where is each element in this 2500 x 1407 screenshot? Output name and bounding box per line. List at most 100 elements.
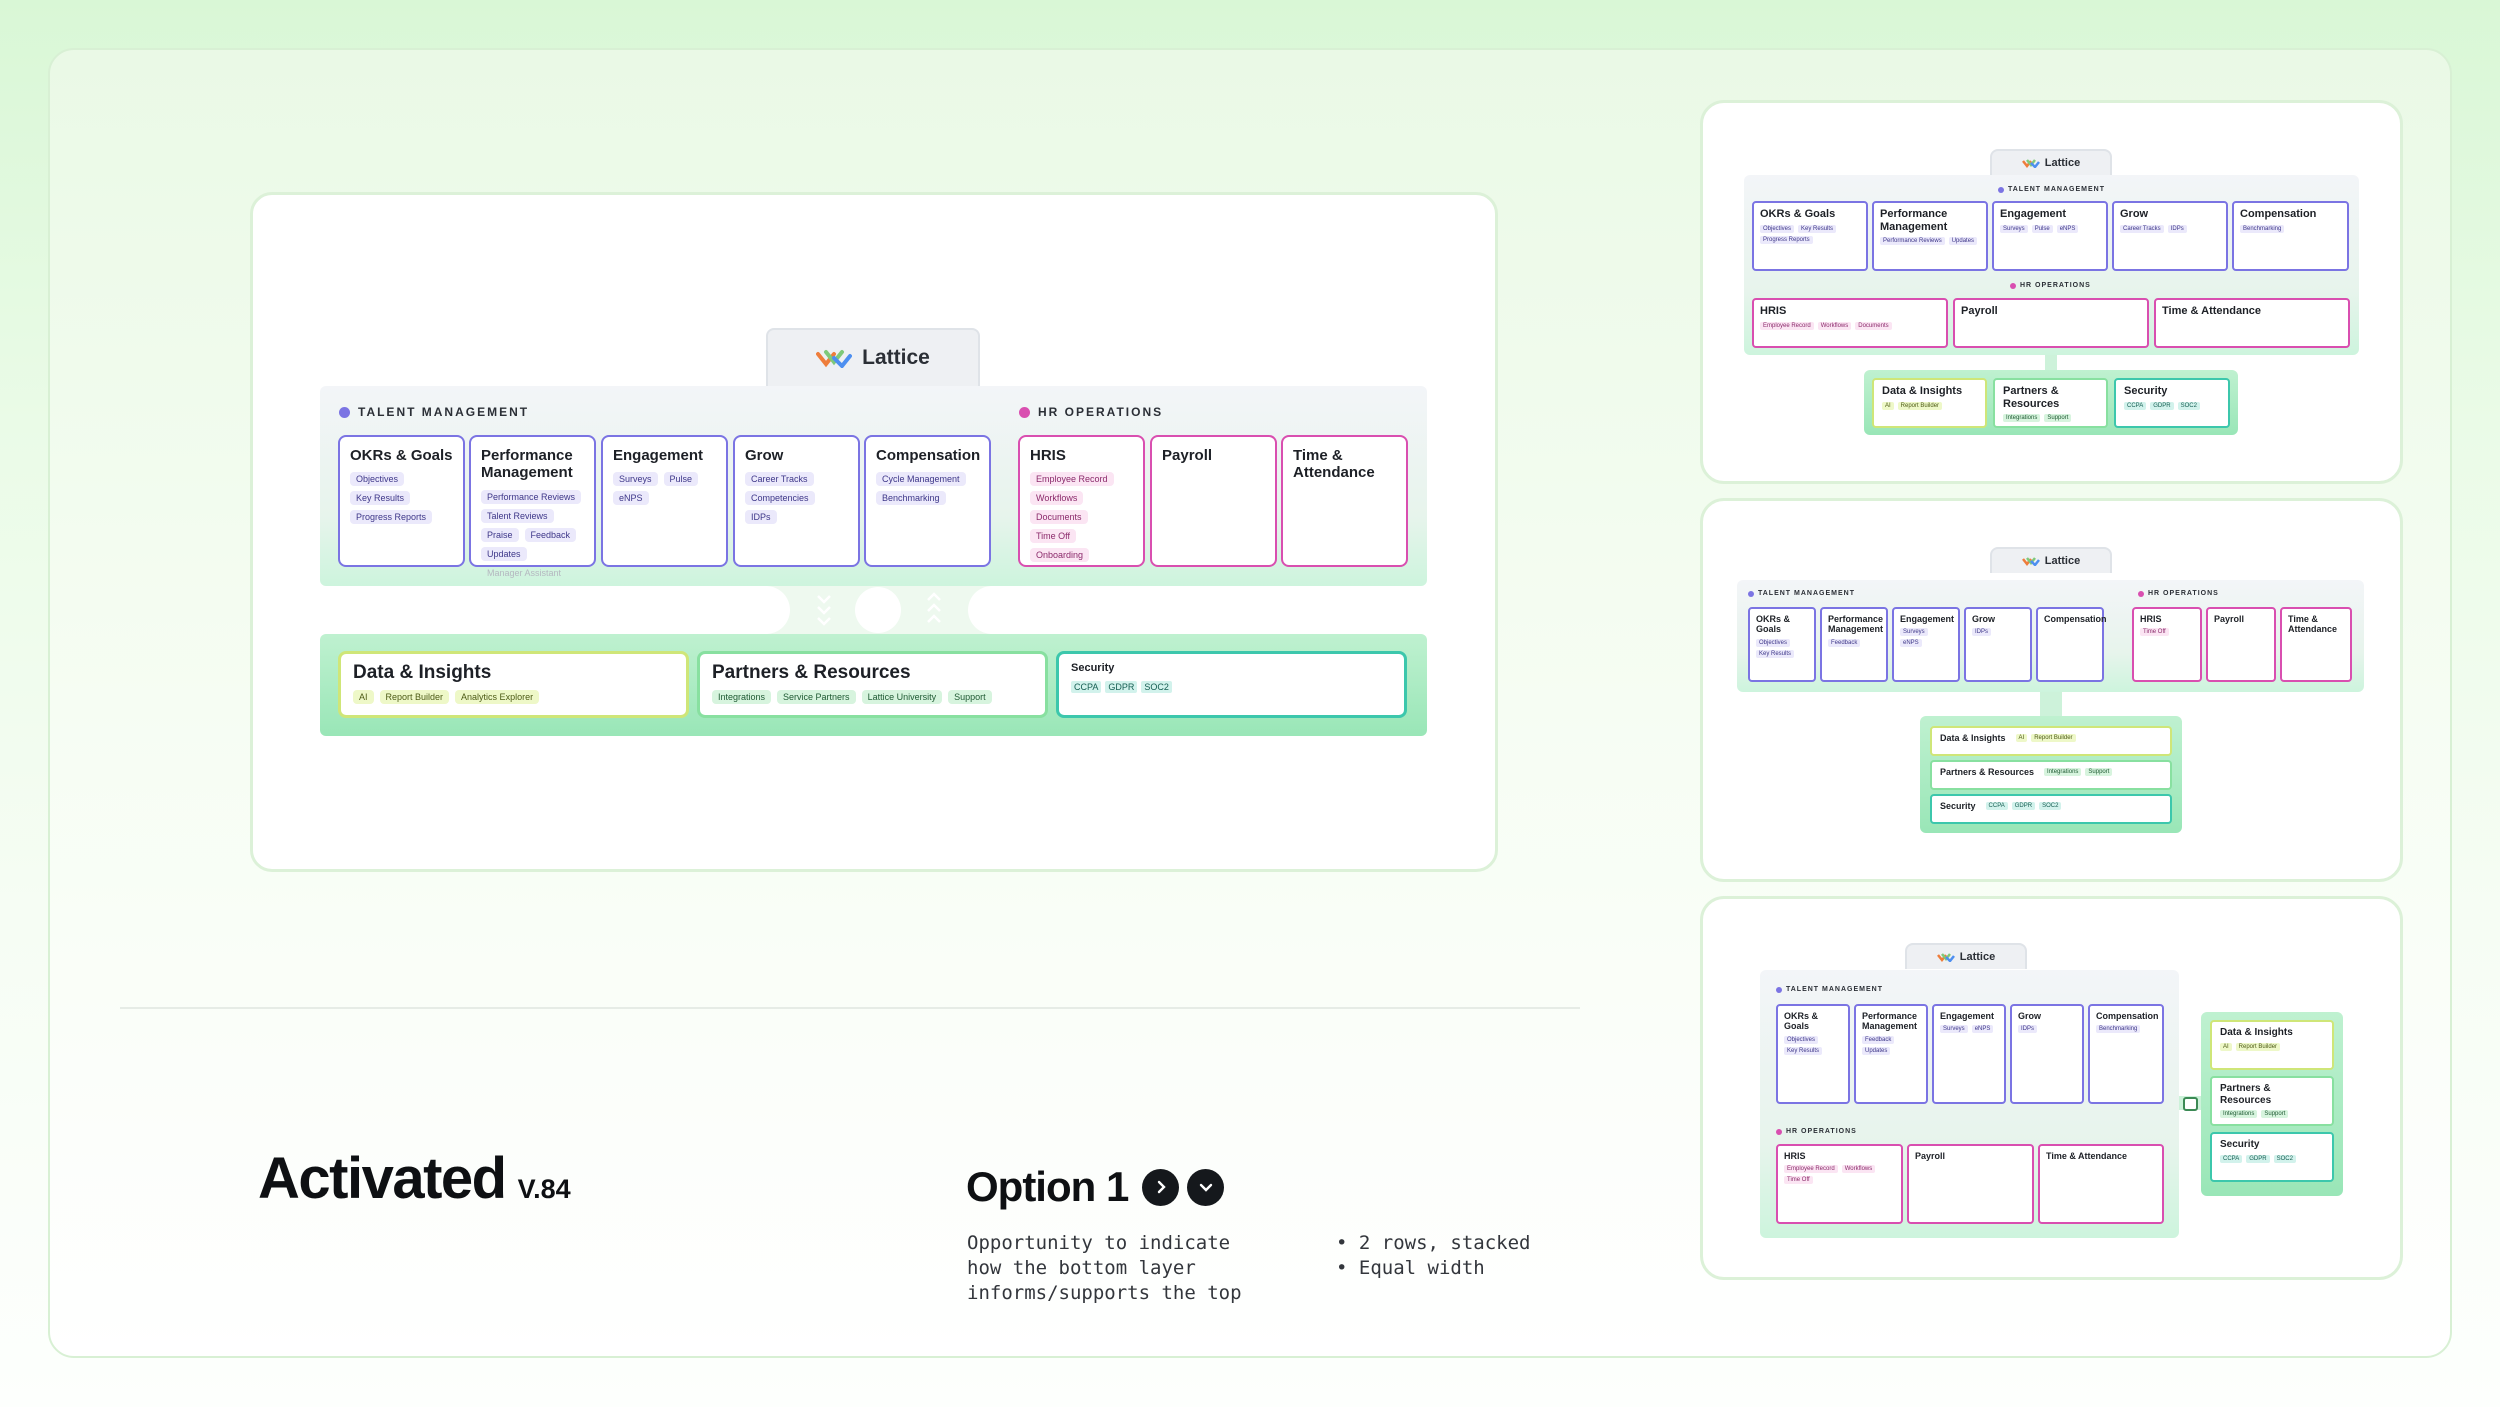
tag: Talent Reviews	[481, 508, 554, 523]
connector	[2045, 355, 2057, 370]
tag: Career Tracks	[745, 472, 814, 487]
logo-tab: Lattice	[1905, 943, 2027, 969]
module-card-payroll[interactable]: Payroll	[1150, 435, 1277, 567]
tag: IDPs	[745, 510, 777, 525]
tag: Lattice University	[861, 689, 943, 704]
tag: Analytics Explorer	[455, 689, 540, 704]
tag: Competencies	[745, 491, 815, 506]
tag: Updates	[481, 546, 527, 561]
expand-option-button[interactable]	[1187, 1168, 1225, 1206]
connector	[2040, 692, 2062, 718]
hr-section-label: HR OPERATIONS	[2010, 282, 2091, 289]
option-title: Option 1	[966, 1163, 1129, 1210]
module-card-time-attendance[interactable]: Time & Attendance	[1281, 435, 1408, 567]
tag: Onboarding	[1030, 548, 1090, 563]
option-heading: Option 1	[966, 1163, 1225, 1211]
tag: Service Partners	[777, 689, 856, 704]
module-card-data-insights[interactable]: Data & Insights AI Report Builder Analyt…	[338, 651, 689, 718]
connector-square	[2183, 1097, 2198, 1111]
tag-dimmed: Manager Assistant	[487, 567, 562, 578]
next-option-button[interactable]	[1142, 1168, 1180, 1206]
module-card-time-attendance[interactable]: Time & Attendance	[2038, 1144, 2164, 1224]
hr-section-label: HR OPERATIONS	[2138, 590, 2219, 597]
module-card-time-attendance[interactable]: Time & Attendance	[2154, 298, 2350, 348]
module-card-payroll[interactable]: Payroll	[1953, 298, 2149, 348]
module-card-payroll[interactable]: Payroll	[1907, 1144, 2034, 1224]
lattice-logo-icon	[2021, 159, 2040, 168]
module-card-hris[interactable]: HRIS Employee Record Workflows Documents…	[1018, 435, 1145, 567]
tag: Key Results	[350, 491, 411, 506]
hr-section-label: HR OPERATIONS	[1776, 1128, 1857, 1135]
tag: Pulse	[663, 472, 699, 487]
logo-tab: Lattice	[766, 328, 980, 386]
lattice-logo-icon	[2021, 557, 2040, 566]
talent-section-label: TALENT MANAGEMENT	[1776, 986, 1883, 993]
module-card-compensation[interactable]: Compensation Cycle Management Benchmarki…	[864, 435, 991, 567]
tag: Benchmarking	[876, 491, 946, 506]
module-card-grow[interactable]: Grow Career Tracks Competencies IDPs	[733, 435, 860, 567]
tag: Documents	[1030, 510, 1088, 525]
tag: SOC2	[1141, 680, 1172, 693]
chevron-down-arrows-icon	[817, 595, 831, 626]
talent-section-label: TALENT MANAGEMENT	[339, 405, 529, 419]
chevron-up-arrows-icon	[927, 592, 941, 623]
lattice-logo-icon	[1936, 953, 1955, 962]
module-card-partners-resources[interactable]: Partners & Resources Integrations Servic…	[697, 651, 1048, 718]
hr-dot-icon	[1019, 406, 1030, 418]
bullet-item: • 2 rows, stacked	[1336, 1232, 1531, 1254]
module-card-payroll[interactable]: Payroll	[2206, 607, 2276, 682]
tag: AI	[353, 689, 374, 704]
hr-section-label: HR OPERATIONS	[1019, 405, 1163, 419]
tag: Support	[948, 689, 992, 704]
chevron-down-icon	[1199, 1183, 1213, 1192]
brand-name: Lattice	[862, 346, 930, 369]
connector-circle	[855, 587, 901, 633]
module-card-performance[interactable]: Performance Management Performance Revie…	[469, 435, 596, 578]
option-bullets: • 2 rows, stacked • Equal width	[1336, 1231, 1530, 1281]
talent-section-label: TALENT MANAGEMENT	[1748, 590, 1855, 597]
logo-tab: Lattice	[1990, 149, 2112, 175]
talent-dot-icon	[339, 406, 350, 418]
tag: GDPR	[1105, 680, 1138, 693]
tag: Report Builder	[379, 689, 450, 704]
module-card-compensation[interactable]: Compensation	[2036, 607, 2107, 682]
module-card-security[interactable]: Security CCPA GDPR SOC2	[1056, 651, 1407, 718]
tag: Praise	[481, 527, 519, 542]
module-card-okrs[interactable]: OKRs & Goals Objectives Key Results Prog…	[338, 435, 465, 567]
module-card-engagement[interactable]: Engagement Surveys Pulse eNPS	[601, 435, 728, 567]
tag: Integrations	[712, 689, 772, 704]
talent-section-label: TALENT MANAGEMENT	[1998, 186, 2105, 193]
tag: Employee Record	[1030, 472, 1114, 487]
tag: Cycle Management	[876, 472, 966, 487]
tag: Performance Reviews	[481, 489, 582, 504]
gap-mask-left	[320, 586, 790, 634]
chevron-right-icon	[1157, 1180, 1166, 1194]
module-card-time-attendance[interactable]: Time & Attendance	[2280, 607, 2352, 682]
